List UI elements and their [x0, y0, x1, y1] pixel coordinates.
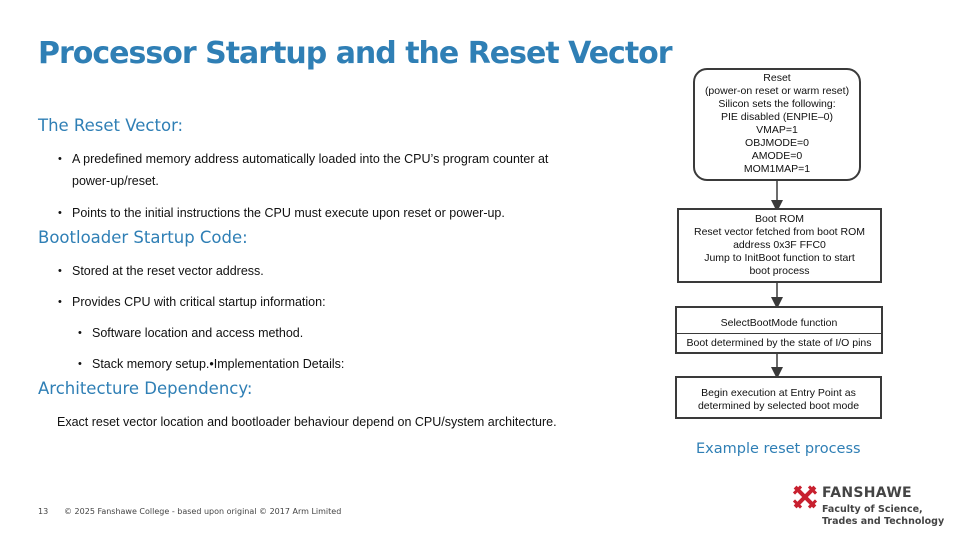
bullet-text: A predefined memory address automaticall…: [72, 152, 549, 188]
bullet-text: Stored at the reset vector address.: [72, 264, 264, 278]
heading-bootloader: Bootloader Startup Code:: [38, 228, 248, 247]
slide-title: Processor Startup and the Reset Vector: [38, 36, 673, 71]
bullet-text: Software location and access method.: [92, 326, 304, 340]
bootrom-box-line: boot process: [749, 265, 810, 277]
bootrom-box-line: Boot ROM: [754, 213, 804, 225]
flowchart-bootrom-box: Boot ROM Reset vector fetched from boot …: [677, 208, 882, 283]
heading-architecture: Architecture Dependency:: [38, 379, 253, 398]
bullet-glyph: •: [78, 358, 82, 370]
footer-copyright: © 2025 Fanshawe College - based upon ori…: [64, 507, 342, 516]
bullet-text: Provides CPU with critical startup infor…: [72, 295, 326, 309]
fanshawe-logo: FANSHAWE Faculty of Science, Trades and …: [790, 482, 955, 532]
reset-box-line: (power-on reset or warm reset): [704, 85, 850, 97]
reset-box-line: OBJMODE=0: [745, 137, 809, 149]
select-box-detail: Boot determined by the state of I/O pins: [686, 337, 872, 349]
sub-bullet-item: • Stack memory setup.•Implementation Det…: [78, 353, 345, 375]
bullet-text: Points to the initial instructions the C…: [72, 206, 505, 220]
logo-faculty-line2: Trades and Technology: [822, 516, 945, 527]
reset-box-line: PIE disabled (ENPIE–0): [720, 111, 834, 123]
select-box-divider: [677, 333, 881, 334]
bullet-item: • Provides CPU with critical startup inf…: [58, 291, 326, 313]
bullet-item: • Stored at the reset vector address.: [58, 260, 264, 282]
reset-box-line: Reset: [763, 72, 791, 84]
bullet-glyph: •: [58, 153, 62, 165]
flowchart-entry-box: Begin execution at Entry Point as determ…: [675, 376, 882, 419]
entry-box-line: determined by selected boot mode: [697, 400, 860, 412]
heading-reset-vector: The Reset Vector:: [38, 116, 184, 135]
fanshawe-mark-icon: [792, 485, 818, 509]
architecture-text: Exact reset vector location and bootload…: [57, 415, 557, 429]
logo-faculty-line1: Faculty of Science,: [822, 504, 923, 515]
reset-box-line: VMAP=1: [756, 124, 798, 136]
bullet-item: • A predefined memory address automatica…: [58, 148, 562, 192]
bullet-glyph: •: [58, 265, 62, 277]
bullet-glyph: •: [58, 296, 62, 308]
select-box-title: SelectBootMode function: [720, 317, 838, 329]
flowchart-caption: Example reset process: [696, 441, 861, 457]
bullet-text: Stack memory setup.•Implementation Detai…: [92, 357, 345, 371]
bootrom-box-line: Reset vector fetched from boot ROM: [694, 226, 865, 238]
bootrom-box-line: address 0x3F FFC0: [733, 239, 826, 251]
reset-box-line: Silicon sets the following:: [718, 98, 836, 110]
bootrom-box-line: Jump to InitBoot function to start: [704, 252, 855, 264]
logo-brand: FANSHAWE: [822, 485, 912, 501]
page-number: 13: [38, 507, 49, 516]
flowchart-selectbootmode-box: SelectBootMode function Boot determined …: [675, 306, 883, 354]
flowchart-reset-box: Reset (power-on reset or warm reset) Sil…: [693, 68, 861, 181]
sub-bullet-item: • Software location and access method.: [78, 322, 304, 344]
bullet-glyph: •: [58, 207, 62, 219]
reset-box-line: AMODE=0: [751, 150, 803, 162]
bullet-glyph: •: [78, 327, 82, 339]
entry-box-line: Begin execution at Entry Point as: [701, 387, 856, 399]
reset-box-line: MOM1MAP=1: [743, 163, 811, 175]
bullet-item: • Points to the initial instructions the…: [58, 202, 592, 224]
